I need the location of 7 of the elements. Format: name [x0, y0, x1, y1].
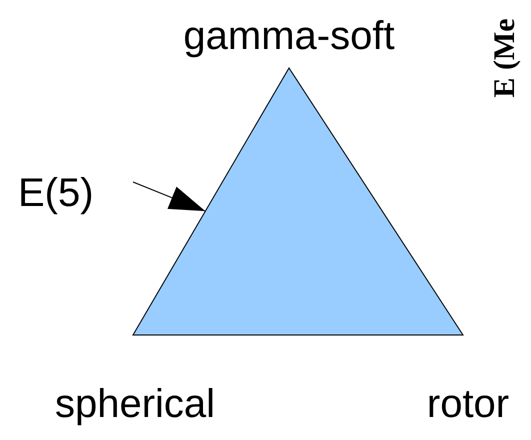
axis-label: E (Me	[490, 18, 520, 98]
vertex-label: rotor	[426, 384, 510, 424]
triangle-shape	[133, 68, 463, 335]
vertex-label: gamma-soft	[183, 16, 395, 56]
arrow	[132, 182, 206, 212]
vertex-label: spherical	[54, 384, 216, 424]
node-label: E(5)	[18, 172, 113, 214]
